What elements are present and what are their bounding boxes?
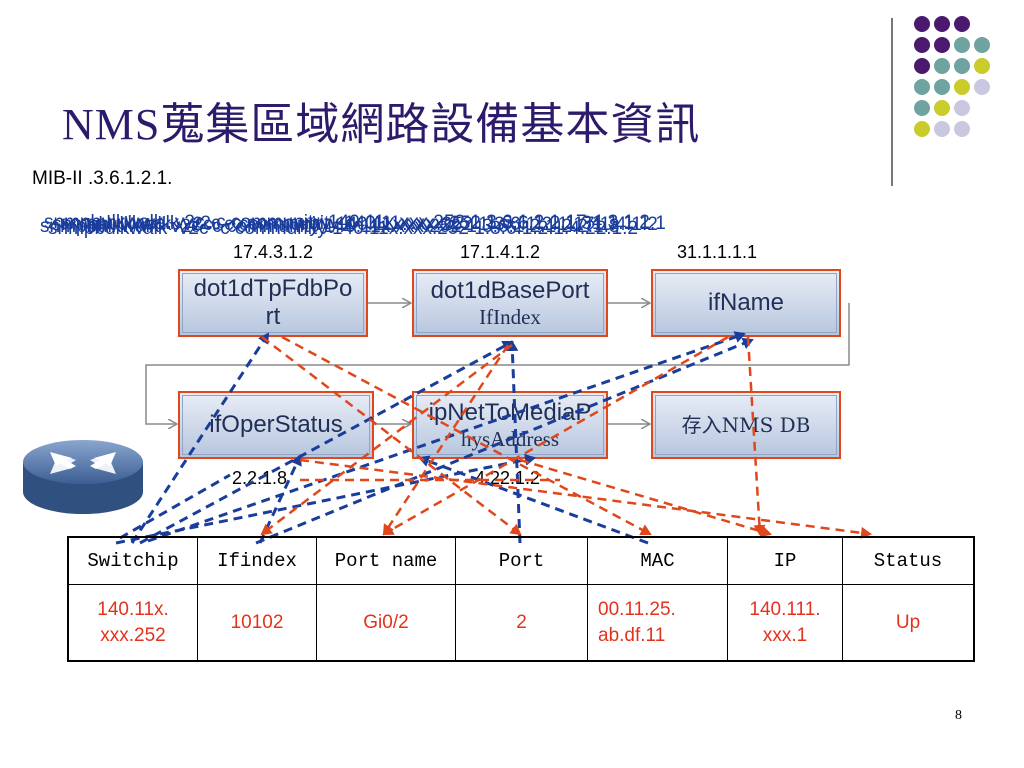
snmp-command-4: snmpbulkwalk -v2c -c community 140.11x.x…	[40, 216, 620, 237]
decorative-dot	[934, 79, 950, 95]
header-mac: MAC	[587, 536, 728, 585]
header-switchip: Switchip	[67, 536, 198, 585]
router-icon	[23, 440, 143, 514]
oid-label-ifname: 31.1.1.1.1	[677, 242, 758, 262]
snmp-command-2: snmpbulkwalk -v2c -c community 140.11x.x…	[52, 214, 658, 235]
cell-switchip: 140.11x. xxx.252	[67, 584, 198, 662]
snmp-command-1: snmpbulkwalk -v2c -c community 140.11x.x…	[44, 212, 650, 233]
header-port: Port	[455, 536, 588, 585]
decorative-dot	[954, 16, 970, 32]
cell-ip: 140.111. xxx.1	[727, 584, 843, 662]
header-ip: IP	[727, 536, 843, 585]
box-ipnettomediaphysaddress: ipNetToMediaP hysAddress	[412, 391, 608, 459]
page-number: 8	[955, 708, 962, 723]
decorative-dot	[974, 58, 990, 74]
decorative-dot	[934, 121, 950, 137]
cell-port: 2	[455, 584, 588, 662]
mib-prefix-label: MIB-II .3.6.1.2.1.	[32, 168, 173, 189]
box-ifoperstatus: ifOperStatus	[178, 391, 374, 459]
device-info-table: Switchip Ifindex Port name Port MAC IP S…	[67, 536, 975, 662]
decorative-dot	[934, 100, 950, 116]
header-status: Status	[842, 536, 975, 585]
box-ifname: ifName	[651, 269, 841, 337]
cell-status: Up	[842, 584, 975, 662]
box-dot1dtpfdbport: dot1dTpFdbPo rt	[178, 269, 368, 337]
oid-label-nettomedia: 4.22.1.2	[475, 468, 541, 488]
cell-port-name: Gi0/2	[316, 584, 456, 662]
oid-label-operstatus: 2.2.1.8	[232, 468, 288, 488]
decorative-dot	[914, 100, 930, 116]
decorative-dot	[954, 79, 970, 95]
table-header-row: Switchip Ifindex Port name Port MAC IP S…	[67, 536, 975, 585]
decorative-dot	[954, 37, 970, 53]
cell-mac: 00.11.25. ab.df.11	[587, 584, 728, 662]
title-divider-line	[891, 18, 893, 186]
header-ifindex: Ifindex	[197, 536, 317, 585]
decorative-dot	[934, 16, 950, 32]
decorative-dot	[914, 121, 930, 137]
page-title: NMS蒐集區域網路設備基本資訊	[62, 100, 701, 149]
oid-label-fdb: 17.4.3.1.2	[233, 242, 314, 262]
snmp-command-5: snmpbulkwalk -v2c -c community 140.11x.x…	[48, 218, 639, 239]
decorative-dot	[974, 37, 990, 53]
oid-label-baseport: 17.1.4.1.2	[460, 242, 541, 262]
snmp-command-3: snmpbulkwalk -v2c -c community 140.11x.x…	[60, 213, 666, 234]
decorative-dot	[934, 37, 950, 53]
decorative-dot	[974, 79, 990, 95]
decorative-dot	[914, 58, 930, 74]
decorative-dot	[934, 58, 950, 74]
decorative-dot	[954, 100, 970, 116]
header-port-name: Port name	[316, 536, 456, 585]
cell-ifindex: 10102	[197, 584, 317, 662]
decorative-dot	[954, 121, 970, 137]
decorative-dot	[914, 16, 930, 32]
decorative-dot	[954, 58, 970, 74]
box-save-nms-db: 存入NMS DB	[651, 391, 841, 459]
decorative-dot	[914, 79, 930, 95]
decorative-dot	[914, 37, 930, 53]
table-row: 140.11x. xxx.252 10102 Gi0/2 2 00.11.25.…	[67, 584, 975, 662]
box-dot1dbaseport-ifindex: dot1dBasePort IfIndex	[412, 269, 608, 337]
